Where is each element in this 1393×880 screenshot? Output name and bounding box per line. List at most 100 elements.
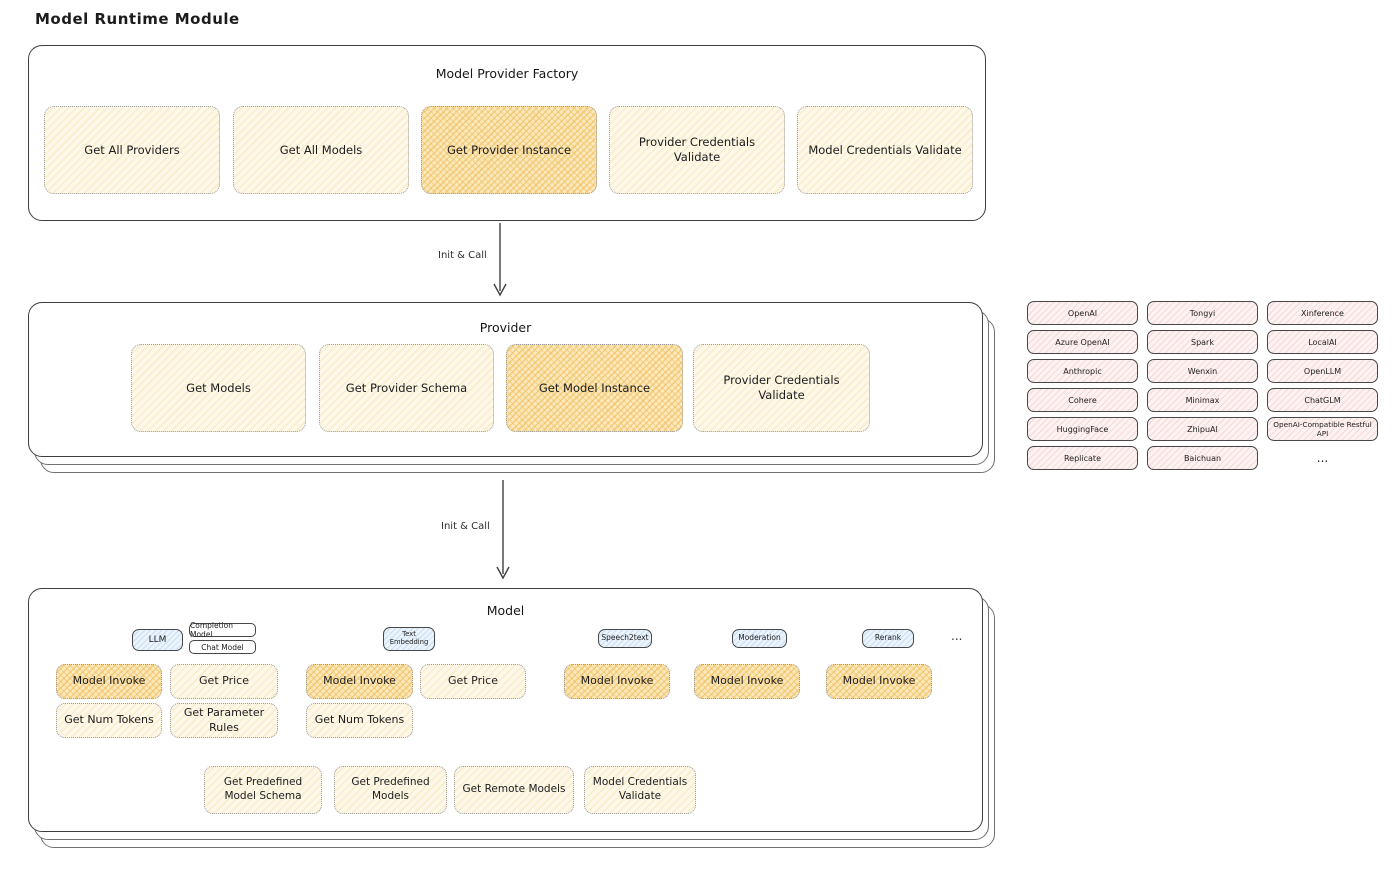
node-model-invoke-speech2text: Model Invoke bbox=[564, 664, 670, 699]
chip-baichuan: Baichuan bbox=[1147, 446, 1258, 470]
chip-label: Tongyi bbox=[1189, 308, 1216, 318]
node-label: Model Invoke bbox=[580, 674, 654, 688]
node-label: Get Price bbox=[448, 674, 498, 688]
chip-openai-compatible-restful-api: OpenAI-Compatible Restful API bbox=[1267, 417, 1378, 441]
node-label: Model Invoke bbox=[72, 674, 146, 688]
chip-replicate: Replicate bbox=[1027, 446, 1138, 470]
chip-anthropic: Anthropic bbox=[1027, 359, 1138, 383]
arrow-down-icon bbox=[496, 480, 510, 580]
node-model-credentials-validate-2: Model Credentials Validate bbox=[584, 766, 696, 814]
chip-label: ZhipuAI bbox=[1187, 424, 1218, 434]
chip-label: Spark bbox=[1191, 337, 1214, 347]
node-get-remote-models: Get Remote Models bbox=[454, 766, 574, 814]
factory-title: Model Provider Factory bbox=[435, 66, 579, 81]
node-get-model-instance: Get Model Instance bbox=[506, 344, 683, 432]
node-get-price-llm: Get Price bbox=[170, 664, 278, 699]
node-model-invoke-llm: Model Invoke bbox=[56, 664, 162, 699]
chip-azure-openai: Azure OpenAI bbox=[1027, 330, 1138, 354]
chip-label: OpenLLM bbox=[1303, 366, 1342, 376]
chip-openai: OpenAI bbox=[1027, 301, 1138, 325]
node-get-provider-schema: Get Provider Schema bbox=[319, 344, 494, 432]
chip-label: Replicate bbox=[1063, 453, 1101, 463]
tab-label: Rerank bbox=[874, 633, 902, 643]
provider-box: Provider Get Models Get Provider Schema … bbox=[28, 302, 983, 457]
node-get-provider-instance: Get Provider Instance bbox=[421, 106, 597, 194]
node-get-predefined-model-schema: Get Predefined Model Schema bbox=[204, 766, 322, 814]
tab-label: LLM bbox=[148, 634, 167, 645]
tab-rerank: Rerank bbox=[862, 629, 914, 648]
tab-text-embedding: Text Embedding bbox=[383, 627, 435, 651]
tab-label: Text Embedding bbox=[389, 630, 429, 646]
chip-tongyi: Tongyi bbox=[1147, 301, 1258, 325]
tab-llm: LLM bbox=[132, 629, 183, 651]
node-label: Model Invoke bbox=[842, 674, 916, 688]
chip-label: LocalAI bbox=[1308, 337, 1337, 347]
chip-huggingface: HuggingFace bbox=[1027, 417, 1138, 441]
tab-moderation: Moderation bbox=[732, 629, 787, 648]
chip-cohere: Cohere bbox=[1027, 388, 1138, 412]
tabs-ellipsis: ... bbox=[951, 629, 963, 643]
tab-label: Completion Model bbox=[190, 621, 233, 639]
node-label: Provider Credentials Validate bbox=[638, 135, 756, 164]
node-get-all-models: Get All Models bbox=[233, 106, 409, 194]
arrow1-label: Init & Call bbox=[438, 250, 487, 261]
diagram-title: Model Runtime Module bbox=[35, 10, 240, 28]
node-model-invoke-embedding: Model Invoke bbox=[306, 664, 413, 699]
node-get-all-providers: Get All Providers bbox=[44, 106, 220, 194]
node-label: Get Predefined Models bbox=[351, 776, 430, 802]
chip-label: Cohere bbox=[1068, 395, 1097, 405]
node-label: Get Model Instance bbox=[538, 380, 651, 395]
node-label: Model Invoke bbox=[710, 674, 784, 688]
factory-box: Model Provider Factory Get All Providers… bbox=[28, 45, 986, 221]
node-model-invoke-rerank: Model Invoke bbox=[826, 664, 932, 699]
chip-label: OpenAI-Compatible Restful API bbox=[1273, 420, 1372, 438]
node-label: Get All Providers bbox=[84, 142, 180, 157]
arrow-down-icon bbox=[493, 223, 507, 297]
tab-label: Moderation bbox=[738, 633, 781, 643]
chip-minimax: Minimax bbox=[1147, 388, 1258, 412]
node-label: Model Credentials Validate bbox=[592, 776, 688, 802]
node-label: Get Predefined Model Schema bbox=[223, 776, 303, 802]
model-box: Model LLM Completion Model Chat Model Te… bbox=[28, 588, 983, 832]
chip-xinference: Xinference bbox=[1267, 301, 1378, 325]
chip-zhipuai: ZhipuAI bbox=[1147, 417, 1258, 441]
node-provider-credentials-validate-2: Provider Credentials Validate bbox=[693, 344, 870, 432]
chip-localai: LocalAI bbox=[1267, 330, 1378, 354]
node-label: Get Remote Models bbox=[462, 783, 566, 796]
chip-wenxin: Wenxin bbox=[1147, 359, 1258, 383]
node-label: Get Parameter Rules bbox=[183, 706, 265, 734]
tab-label: Chat Model bbox=[201, 642, 244, 652]
tab-label: Speech2text bbox=[601, 633, 649, 643]
node-model-invoke-moderation: Model Invoke bbox=[694, 664, 800, 699]
node-label: Get All Models bbox=[279, 142, 363, 157]
node-label: Provider Credentials Validate bbox=[723, 373, 840, 402]
chip-label: ChatGLM bbox=[1304, 395, 1341, 405]
node-label: Get Models bbox=[186, 380, 251, 395]
node-label: Model Invoke bbox=[323, 674, 396, 688]
node-label: Get Num Tokens bbox=[64, 713, 154, 727]
node-get-parameter-rules: Get Parameter Rules bbox=[170, 703, 278, 738]
node-get-num-tokens-llm: Get Num Tokens bbox=[56, 703, 162, 738]
model-title: Model bbox=[486, 603, 525, 618]
chip-ellipsis: ... bbox=[1267, 446, 1378, 470]
chip-openllm: OpenLLM bbox=[1267, 359, 1378, 383]
arrow2-label: Init & Call bbox=[441, 521, 490, 532]
chip-chatglm: ChatGLM bbox=[1267, 388, 1378, 412]
node-get-predefined-models: Get Predefined Models bbox=[334, 766, 447, 814]
node-provider-credentials-validate: Provider Credentials Validate bbox=[609, 106, 785, 194]
tab-chat-model: Chat Model bbox=[189, 640, 256, 654]
chip-label: Xinference bbox=[1301, 308, 1344, 318]
chip-label: Anthropic bbox=[1063, 366, 1102, 376]
node-label: Get Price bbox=[199, 674, 249, 688]
node-label: Get Provider Schema bbox=[345, 380, 468, 395]
tab-speech2text: Speech2text bbox=[598, 629, 652, 648]
chip-label: Azure OpenAI bbox=[1055, 337, 1110, 347]
provider-chip-grid: OpenAI Tongyi Xinference Azure OpenAI Sp… bbox=[1027, 301, 1378, 470]
chip-label: OpenAI bbox=[1067, 308, 1098, 318]
node-get-models: Get Models bbox=[131, 344, 306, 432]
chip-label: Wenxin bbox=[1187, 366, 1218, 376]
node-get-num-tokens-embedding: Get Num Tokens bbox=[306, 703, 413, 738]
chip-label: Minimax bbox=[1185, 395, 1220, 405]
chip-spark: Spark bbox=[1147, 330, 1258, 354]
